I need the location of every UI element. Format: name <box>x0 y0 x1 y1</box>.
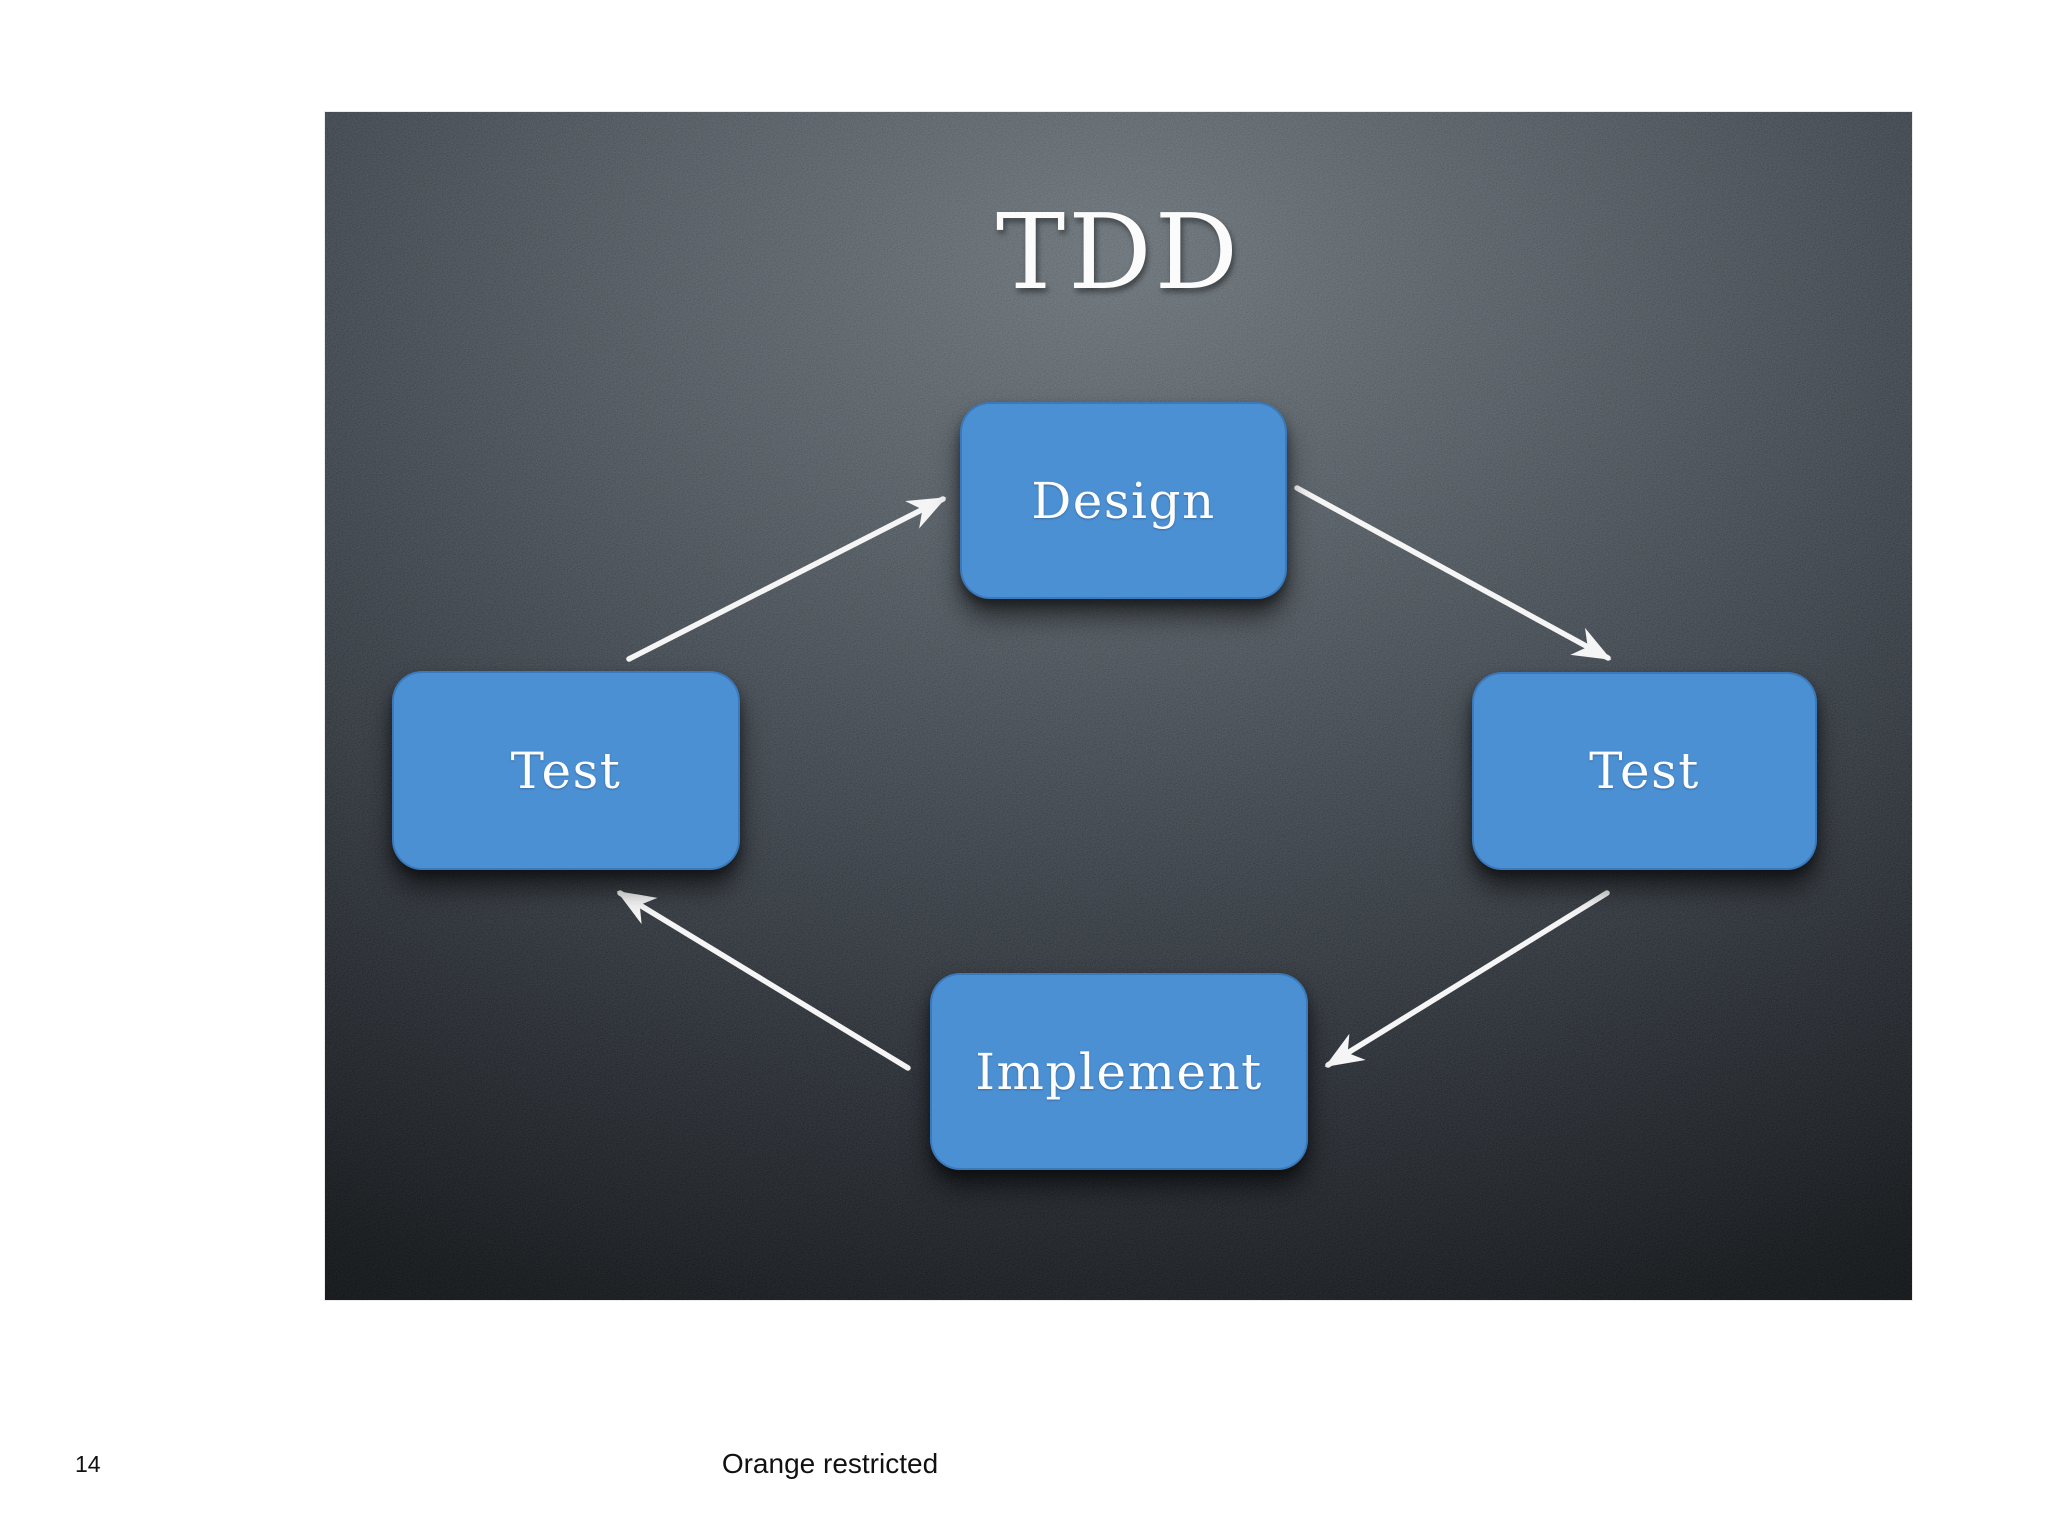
arrow-test-right-to-implement <box>1324 890 1610 1068</box>
arrow-design-to-test-right <box>1294 485 1612 661</box>
diagram-node-test-left: Test <box>392 671 740 870</box>
classification-label: Orange restricted <box>721 1448 939 1479</box>
cycle-arrows <box>616 485 1612 1071</box>
arrow-test-left-to-design <box>626 496 947 662</box>
node-label-test-right: Test <box>1589 742 1700 800</box>
page-number: 14 <box>75 1451 101 1477</box>
diagram-node-test-right: Test <box>1472 672 1817 870</box>
node-label-design: Design <box>1031 471 1216 530</box>
slide-title: TDD <box>995 191 1242 313</box>
diagram-node-implement: Implement <box>930 973 1308 1170</box>
arrow-implement-to-test-left <box>616 890 911 1071</box>
node-label-test-left: Test <box>510 741 622 800</box>
node-label-implement: Implement <box>975 1042 1263 1101</box>
slide-canvas: TDD Design Test Implement Test <box>324 111 1913 1301</box>
diagram-node-design: Design <box>960 402 1287 599</box>
